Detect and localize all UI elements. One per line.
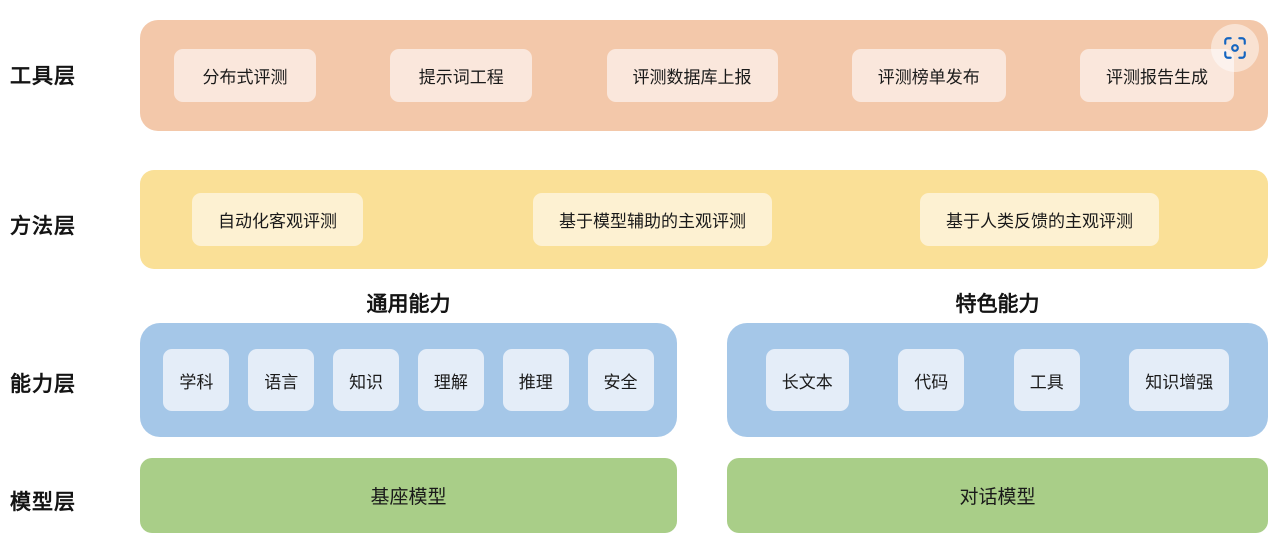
chip-capability-general-0[interactable]: 学科 [163, 349, 230, 411]
band-model-chat[interactable]: 对话模型 [727, 458, 1268, 533]
chip-method-2[interactable]: 基于人类反馈的主观评测 [920, 193, 1159, 246]
chip-capability-general-1[interactable]: 语言 [248, 349, 315, 411]
chip-capability-special-3[interactable]: 知识增强 [1129, 349, 1230, 411]
model-chat-label: 对话模型 [959, 487, 1036, 508]
chip-capability-special-0[interactable]: 长文本 [765, 349, 849, 411]
band-model-base[interactable]: 基座模型 [140, 458, 677, 533]
group-header-general-capability: 通用能力 [366, 293, 451, 316]
chip-tool-3[interactable]: 评测榜单发布 [851, 49, 1006, 102]
chip-tool-4[interactable]: 评测报告生成 [1080, 49, 1234, 102]
chip-method-1[interactable]: 基于模型辅助的主观评测 [533, 193, 772, 246]
chip-tool-0[interactable]: 分布式评测 [174, 49, 316, 102]
group-header-special-capability: 特色能力 [955, 293, 1040, 316]
chip-capability-general-3[interactable]: 理解 [417, 349, 484, 411]
row-label-capability: 能力层 [10, 373, 76, 396]
band-capability-general: 学科 语言 知识 理解 推理 安全 [140, 323, 677, 437]
band-method-layer: 自动化客观评测 基于模型辅助的主观评测 基于人类反馈的主观评测 [140, 170, 1268, 269]
chip-capability-special-2[interactable]: 工具 [1013, 349, 1080, 411]
chip-tool-1[interactable]: 提示词工程 [390, 49, 533, 102]
scan-focus-icon [1222, 35, 1248, 61]
chip-capability-general-2[interactable]: 知识 [333, 349, 400, 411]
band-capability-special: 长文本 代码 工具 知识增强 [727, 323, 1268, 437]
chip-capability-general-4[interactable]: 推理 [502, 349, 569, 411]
scan-focus-button[interactable] [1211, 24, 1259, 72]
band-tool-layer: 分布式评测 提示词工程 评测数据库上报 评测榜单发布 评测报告生成 [140, 20, 1268, 131]
chip-capability-general-5[interactable]: 安全 [587, 349, 654, 411]
row-label-model: 模型层 [10, 491, 76, 514]
row-label-method: 方法层 [10, 215, 76, 238]
chip-capability-special-1[interactable]: 代码 [898, 349, 965, 411]
row-label-tool: 工具层 [10, 65, 76, 88]
model-base-label: 基座模型 [370, 487, 447, 508]
chip-tool-2[interactable]: 评测数据库上报 [606, 49, 778, 102]
chip-method-0[interactable]: 自动化客观评测 [192, 193, 363, 246]
